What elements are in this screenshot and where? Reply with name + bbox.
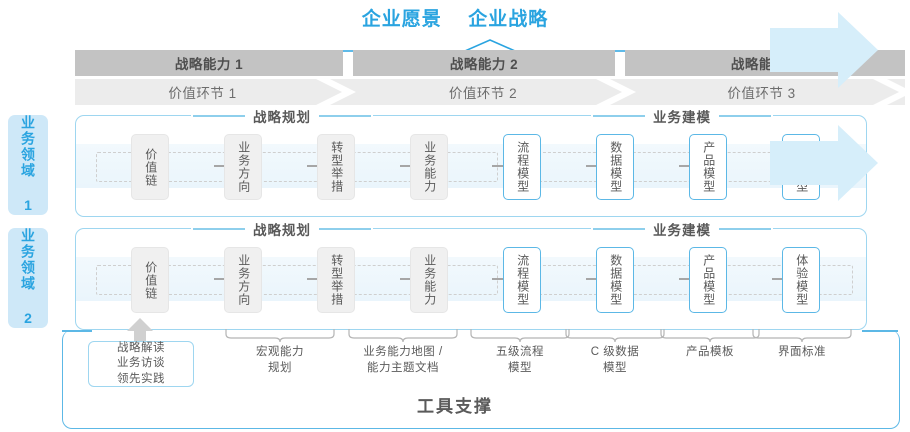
node-row2-2[interactable]: 转型举措 — [317, 247, 355, 313]
node-row2-6[interactable]: 产品模型 — [689, 247, 727, 313]
value-link-bar-row: 价值环节 1 价值环节 2 价值环节 3 — [75, 79, 905, 105]
title-vision: 企业愿景 — [361, 9, 442, 30]
flow-arrow-row-2-icon — [770, 125, 878, 201]
section-heading-modeling-row2: 业务建模 — [591, 221, 773, 238]
brace-ui-standard-icon — [752, 329, 852, 342]
node-row1-5[interactable]: 数据模型 — [596, 134, 634, 200]
row-1-arrows-icon — [214, 160, 810, 172]
sidebar-item-domain-1[interactable]: 业务领域 1 — [8, 115, 48, 215]
node-row1-3[interactable]: 业务能力 — [410, 134, 448, 200]
value-link-label-1: 价值环节 1 — [168, 86, 237, 101]
annotation-label-process-model: 五级流程 模型 — [496, 346, 544, 374]
capability-bar-row: 战略能力 1 战略能力 2 战略能力 3 — [75, 50, 905, 76]
tool-support-frame — [62, 330, 900, 429]
node-row2-7[interactable]: 体验模型 — [782, 247, 820, 313]
brace-process-model-icon — [470, 329, 570, 342]
row-2-band — [76, 257, 866, 301]
node-row2-4[interactable]: 流程模型 — [503, 247, 541, 313]
sidebar-label-domain-2: 业务领域 2 — [20, 228, 37, 328]
row-2-arrows-icon — [214, 273, 810, 285]
annotation-label-ui-standard: 界面标准 — [778, 346, 826, 358]
domain-row-1: 价值链 业务方向 转型举措 业务能力 流程模型 数据模型 产品模型 体验模型 战… — [75, 108, 867, 217]
top-titles: 企业愿景 企业战略 — [0, 4, 910, 31]
node-row2-0[interactable]: 价值链 — [131, 247, 169, 313]
capability-segment-1: 战略能力 1 — [75, 50, 343, 76]
node-row2-5[interactable]: 数据模型 — [596, 247, 634, 313]
domain-row-2: 价值链 业务方向 转型举措 业务能力 流程模型 数据模型 产品模型 体验模型 战… — [75, 221, 867, 330]
annotation-up-arrow-icon — [127, 318, 153, 344]
value-link-label-3: 价值环节 3 — [727, 86, 796, 101]
frame-top-right-edge — [862, 330, 898, 332]
title-strategy: 企业战略 — [468, 9, 549, 30]
annotation-label-product-template: 产品模板 — [686, 346, 734, 358]
section-heading-planning-row2: 战略规划 — [191, 221, 373, 238]
capability-label-1: 战略能力 1 — [174, 57, 244, 72]
brace-capability-map-icon — [348, 329, 458, 342]
flow-arrow-row-1-icon — [770, 12, 878, 88]
node-row1-1[interactable]: 业务方向 — [224, 134, 262, 200]
section-heading-modeling-row1: 业务建模 — [591, 108, 773, 125]
frame-top-left-edge — [62, 330, 92, 332]
footer-title: 工具支撑 — [417, 397, 493, 416]
node-row1-0[interactable]: 价值链 — [131, 134, 169, 200]
value-bar-chevrons-icon — [316, 79, 905, 105]
row-1-band — [76, 144, 866, 188]
section-heading-planning-row1: 战略规划 — [191, 108, 373, 125]
node-row1-4[interactable]: 流程模型 — [503, 134, 541, 200]
capability-label-2: 战略能力 2 — [449, 57, 519, 72]
node-row2-3[interactable]: 业务能力 — [410, 247, 448, 313]
brace-macro-capability-icon — [225, 329, 335, 342]
value-bar-background — [75, 79, 905, 105]
annotation-label-macro-capability: 宏观能力 规划 — [256, 346, 304, 374]
capability-segment-2: 战略能力 2 — [353, 50, 615, 76]
annotation-label-capability-map: 业务能力地图 / 能力主题文档 — [363, 346, 443, 374]
node-row1-2[interactable]: 转型举措 — [317, 134, 355, 200]
node-row1-6[interactable]: 产品模型 — [689, 134, 727, 200]
annotation-box-strategy: 战略解读 业务访谈 领先实践 — [88, 341, 194, 387]
sidebar-item-domain-2[interactable]: 业务领域 2 — [8, 228, 48, 328]
value-link-label-2: 价值环节 2 — [448, 86, 518, 101]
brace-product-template-icon — [660, 329, 760, 342]
node-row2-1[interactable]: 业务方向 — [224, 247, 262, 313]
annotation-box-text: 战略解读 业务访谈 领先实践 — [117, 341, 165, 385]
brace-data-model-icon — [565, 329, 665, 342]
annotation-label-data-model: C 级数据 模型 — [590, 346, 640, 374]
sidebar-label-domain-1: 业务领域 1 — [20, 115, 37, 215]
